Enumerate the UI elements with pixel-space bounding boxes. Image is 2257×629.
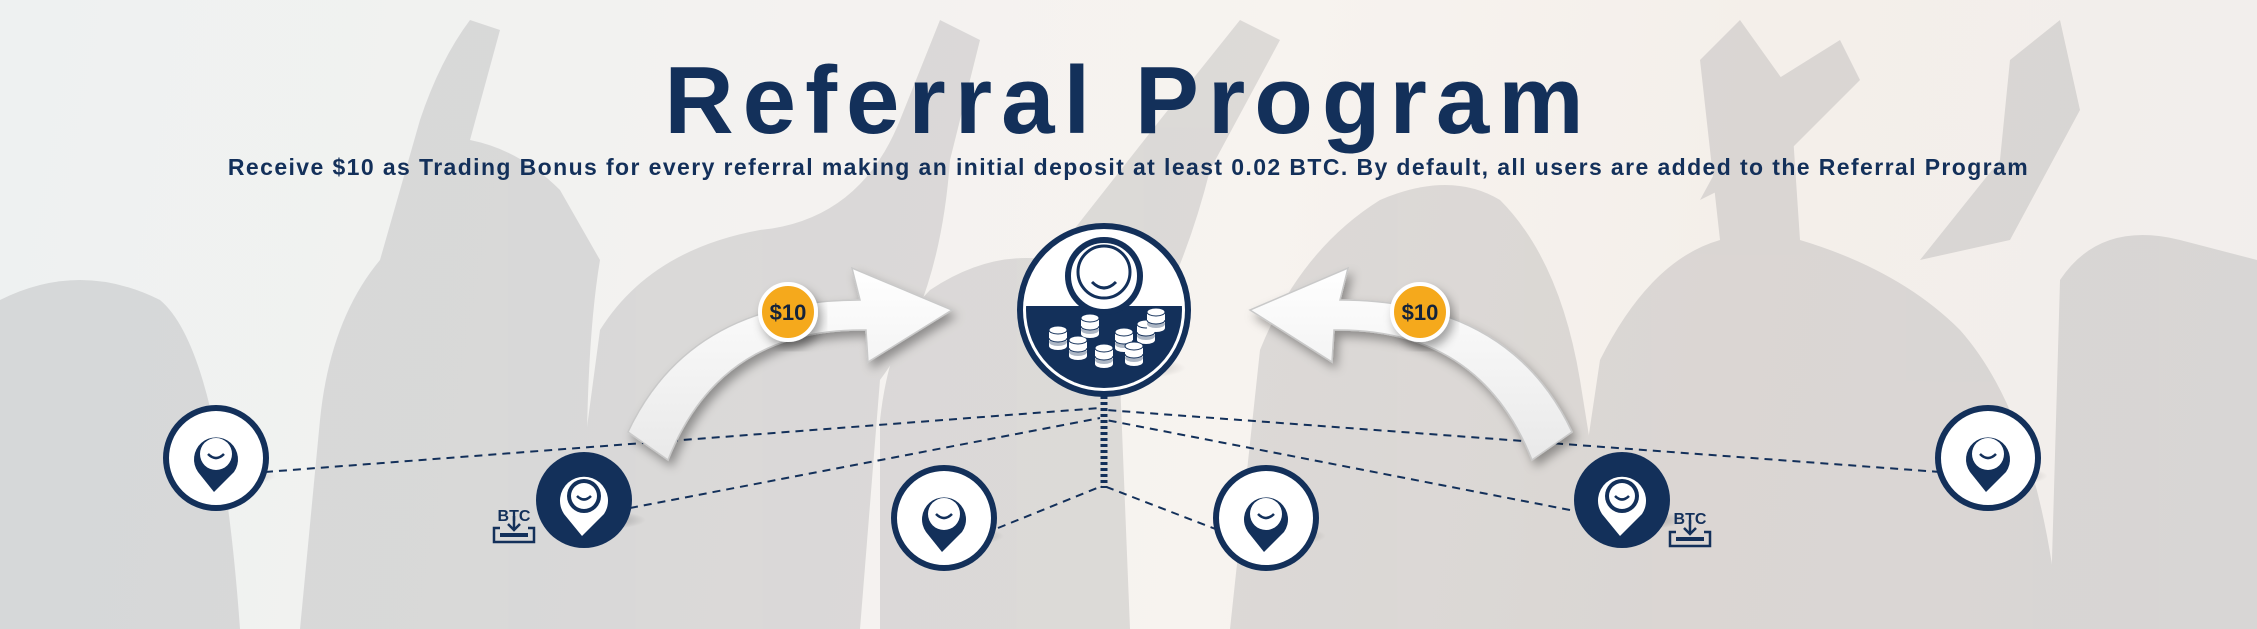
referral-user-icon [1216,468,1326,568]
bonus-badge-right-label: $10 [1402,300,1439,325]
bonus-badge-left: $10 [758,282,818,342]
page-title: Referral Program [664,47,1593,154]
connection-line [629,417,1101,509]
btc-deposit-right-label: BTC [1674,511,1707,528]
referral-user-icon [166,408,276,508]
referral-user-icon [1938,408,2048,508]
connection-lines [264,407,1941,531]
referral-user-icon [894,468,1004,568]
connection-line [1105,419,1571,511]
connection-line [1103,485,1219,531]
page-subtitle: Receive $10 as Trading Bonus for every r… [227,154,2030,180]
bonus-badge-left-label: $10 [770,300,807,325]
connection-line [997,485,1103,529]
bonus-badge-right: $10 [1390,282,1450,342]
depositing-referral-user-icon [534,450,648,550]
btc-deposit-right: BTC [1668,511,1712,548]
referrer-user-coins-icon [1017,223,1191,397]
depositing-referral-user-icon [1572,450,1686,550]
curved-arrow-right-icon [1248,266,1573,462]
curved-arrow-left-icon [627,266,954,462]
btc-deposit-left: BTC [492,508,536,544]
